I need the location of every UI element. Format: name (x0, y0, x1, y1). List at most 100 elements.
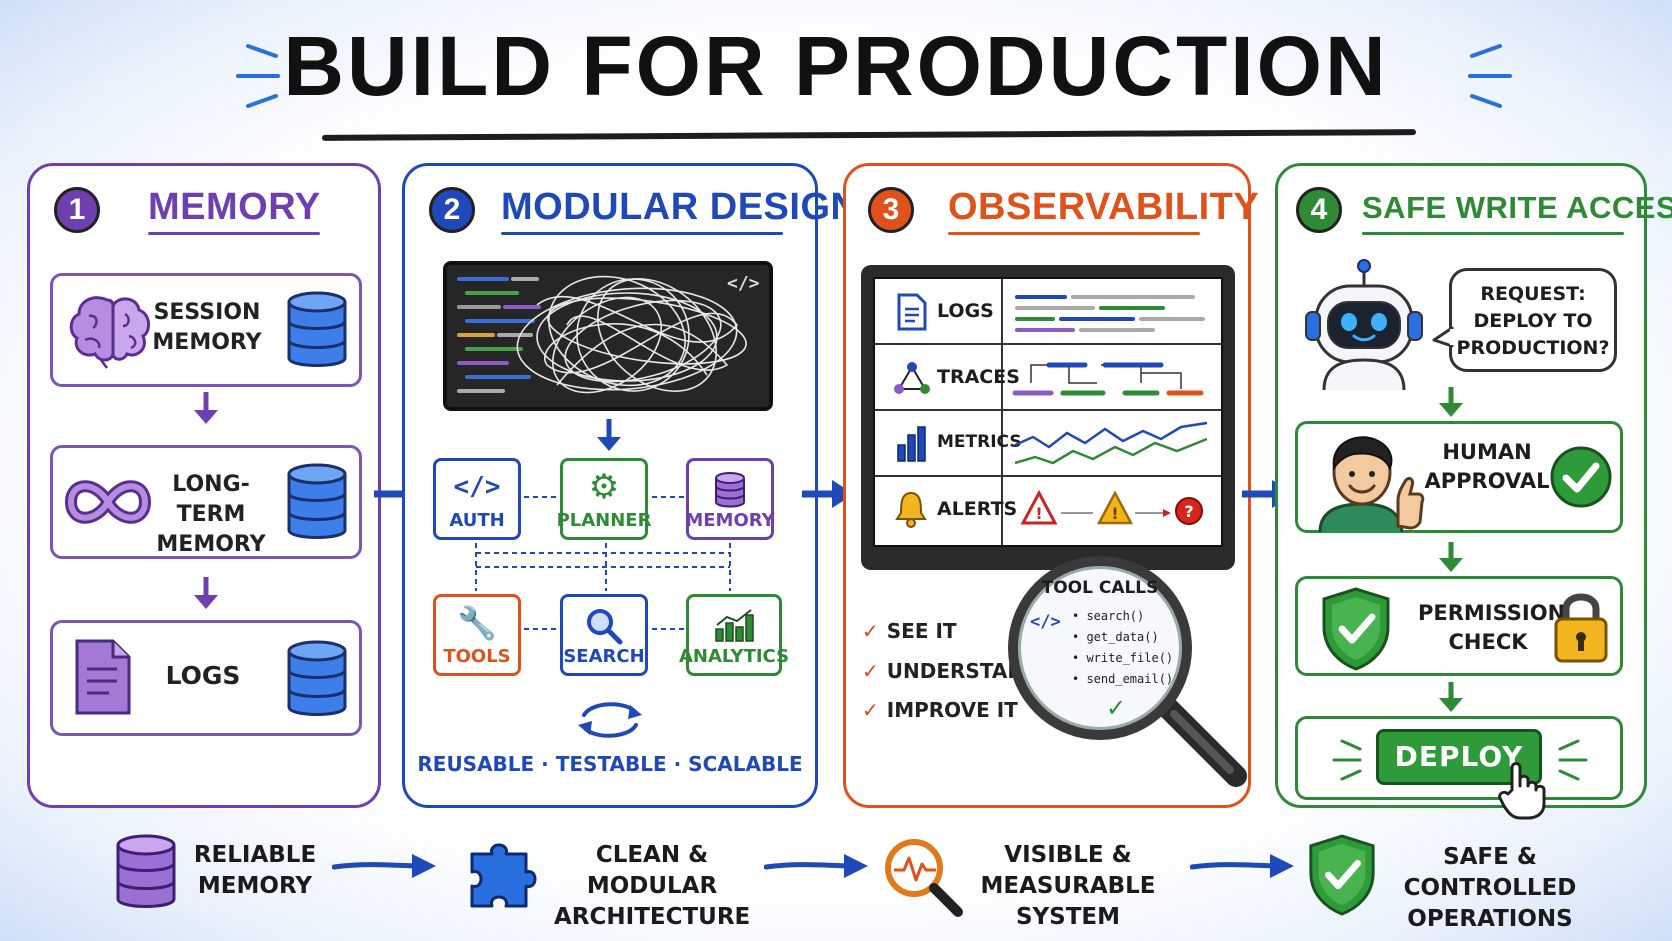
module-label: AUTH (449, 510, 505, 531)
puzzle-icon (466, 834, 546, 916)
approval-line: HUMAN (1442, 440, 1532, 464)
memory-item-long-term: LONG-TERM MEMORY (50, 445, 362, 559)
permission-check-step: PERMISSION CHECK (1295, 576, 1623, 676)
dashboard-divider (1001, 279, 1003, 545)
dashboard-label: TRACES (937, 366, 1020, 388)
tool-call-item: • get_data() (1072, 630, 1159, 644)
summary-line: CLEAN & MODULAR (586, 842, 718, 899)
bottom-summary-label: RELIABLE MEMORY (190, 840, 320, 902)
deploy-step: DEPLOY (1295, 716, 1623, 800)
tool-call-item: • search() (1072, 609, 1145, 623)
module-memory: MEMORY (685, 458, 775, 540)
check-icon: ✓ (862, 659, 879, 683)
document-icon (73, 637, 133, 721)
modular-tagline: REUSABLE · TESTABLE · SCALABLE (417, 752, 803, 776)
summary-line: MEMORY (197, 873, 313, 899)
cycle-icon (570, 695, 650, 749)
down-arrow (191, 575, 221, 615)
summary-line: ARCHITECTURE (554, 904, 751, 930)
person-thumbs-up-icon (1310, 428, 1426, 536)
panel-title-underline (948, 232, 1200, 235)
brain-icon (67, 292, 153, 374)
module-label: MEMORY (685, 510, 775, 531)
summary-line: SYSTEM (1015, 904, 1121, 930)
tool-call-list: • search() • get_data() • write_file() •… (1072, 606, 1173, 690)
infinity-icon (64, 474, 152, 534)
dashboard-row-logs: LOGS (875, 279, 1221, 345)
flow-arrow (331, 849, 438, 887)
observability-dashboard: LOGS TRACES METRICS (861, 265, 1235, 570)
code-icon: </> (453, 472, 501, 502)
spark-lines-left (1328, 733, 1368, 791)
dashboard-screen: LOGS TRACES METRICS (873, 277, 1223, 547)
summary-line: SAFE & CONTROLLED (1403, 844, 1577, 901)
magnifier-handle (1157, 697, 1252, 796)
down-arrow (1436, 540, 1466, 580)
memory-item-line2: MEMORY (152, 330, 262, 355)
svg-text:!: ! (1111, 504, 1118, 523)
metrics-chart (1011, 417, 1221, 477)
title-underline (321, 129, 1417, 141)
down-arrow (1436, 385, 1466, 425)
panel-title-safe-write-access: SAFE WRITE ACCESS (1362, 190, 1672, 225)
database-icon (713, 471, 747, 516)
bottom-summary-label: SAFE & CONTROLLED OPERATIONS (1390, 842, 1590, 935)
bar-chart-icon (895, 425, 931, 467)
check-icon: ✓ (862, 698, 879, 722)
down-arrow (191, 390, 221, 430)
human-approval-step: HUMAN APPROVAL (1295, 421, 1623, 533)
request-bubble: REQUEST: DEPLOY TO PRODUCTION? (1449, 268, 1617, 372)
graph-icon (893, 361, 931, 399)
code-tag: </> (727, 273, 760, 294)
memory-item-logs: LOGS (50, 620, 362, 736)
code-tag: </> (1030, 612, 1061, 632)
shield-check-icon (1318, 585, 1394, 677)
wrench-icon: 🔧 (457, 604, 497, 642)
step-badge-2: 2 (429, 187, 475, 233)
padlock-icon (1552, 589, 1610, 669)
title-accent-left (228, 36, 288, 116)
shield-check-icon (1305, 832, 1379, 922)
magnifier-lens: TOOL CALLS </> • search() • get_data() •… (1008, 556, 1192, 740)
checklist-item: ✓ IMPROVE IT (862, 698, 1018, 722)
search-icon (585, 607, 623, 652)
check-circle-icon (1548, 444, 1614, 514)
permission-line: PERMISSION (1418, 601, 1566, 625)
summary-line: RELIABLE (193, 842, 317, 868)
memory-item-label: SESSION MEMORY (147, 298, 267, 358)
module-auth: </> AUTH (433, 458, 521, 540)
spark-lines-right (1554, 733, 1594, 791)
gear-icon: ⚙ (588, 467, 620, 507)
tool-calls-title: TOOL CALLS (1041, 578, 1159, 598)
request-line: DEPLOY TO (1473, 310, 1593, 332)
database-icon (285, 460, 349, 548)
deploy-button[interactable]: DEPLOY (1376, 729, 1542, 785)
step-badge-1: 1 (54, 187, 100, 233)
checklist-label: IMPROVE IT (886, 698, 1018, 722)
summary-line: VISIBLE & MEASURABLE (980, 842, 1156, 899)
page-title: BUILD FOR PRODUCTION (283, 19, 1389, 113)
memory-item-label: LOGS (165, 661, 241, 690)
request-line: PRODUCTION? (1456, 337, 1610, 359)
down-arrow (1436, 680, 1466, 720)
alert-chain: !!? (1011, 485, 1221, 537)
dashboard-label: ALERTS (937, 498, 1018, 520)
memory-item-line1: LONG-TERM (172, 472, 250, 527)
permission-line: CHECK (1448, 630, 1528, 654)
panel-title-memory: MEMORY (148, 186, 321, 228)
flow-arrow (1189, 849, 1296, 887)
database-icon (114, 833, 178, 917)
permission-label: PERMISSION CHECK (1418, 599, 1566, 657)
flow-arrow (763, 849, 870, 887)
bar-chart-icon (713, 607, 755, 650)
log-lines (1013, 291, 1213, 339)
panel-title-underline (501, 232, 783, 235)
step-badge-3: 3 (868, 187, 914, 233)
bubble-tail (1432, 326, 1454, 354)
panel-title-modular-design: MODULAR DESIGN (501, 186, 859, 228)
panel-title-underline (148, 232, 320, 235)
approval-line: APPROVAL (1424, 469, 1550, 493)
approval-label: HUMAN APPROVAL (1422, 438, 1552, 496)
tool-call-item: • send_email() (1072, 672, 1174, 686)
module-label: ANALYTICS (678, 646, 790, 667)
